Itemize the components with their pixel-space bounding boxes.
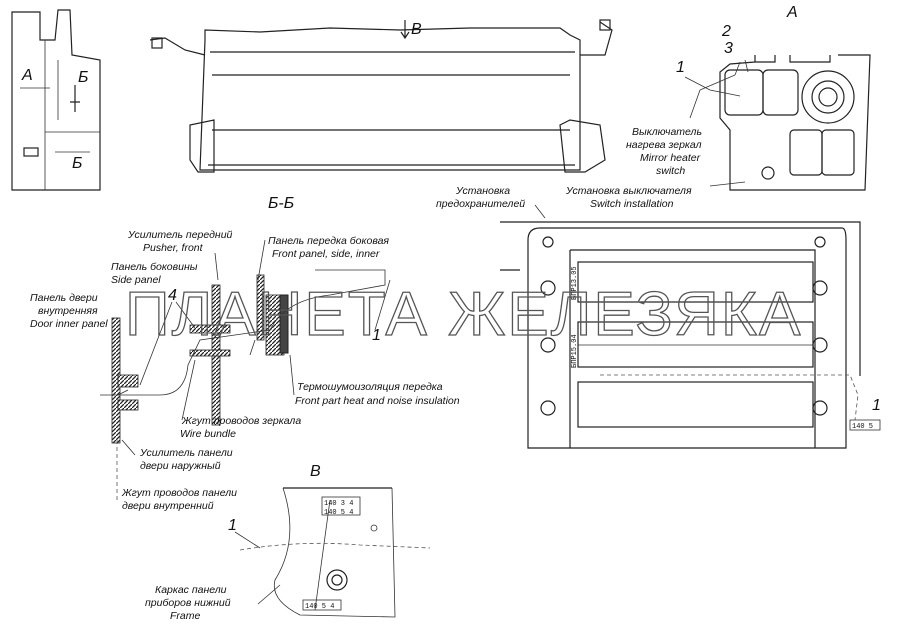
wire-tag-4: 140 5 bbox=[852, 423, 873, 431]
side-panel-label-ru: Панель боковины bbox=[111, 261, 198, 273]
frame-label-ru2: приборов нижний bbox=[145, 597, 231, 609]
switch-panel-view-a: А 1 2 3 Выключатель нагрева зеркал Mirro… bbox=[565, 4, 871, 210]
pusher-label-ru: Усилитель передний bbox=[127, 229, 233, 241]
section-bb-title: Б-Б bbox=[268, 195, 294, 212]
callout-1-v: 1 bbox=[228, 517, 237, 534]
mirror-heater-label-ru1: Выключатель bbox=[632, 126, 702, 138]
frame-label-en: Frame bbox=[170, 610, 200, 622]
door-outer-reinforcement-ru1: Усилитель панели bbox=[139, 447, 233, 459]
section-bb: 4 1 Усилитель передний Pusher, front Пан… bbox=[30, 229, 460, 512]
door-wire-label-ru2: двери внутренний bbox=[122, 500, 214, 512]
door-inner-label-en: Door inner panel bbox=[30, 318, 108, 330]
insulation-label-en: Front part heat and noise insulation bbox=[295, 395, 460, 407]
callout-1-fuse: 1 bbox=[872, 397, 881, 414]
wire-tag-3: 140 5 4 bbox=[305, 603, 334, 611]
frame-label-ru1: Каркас панели bbox=[155, 584, 227, 596]
section-b-marker: Б bbox=[78, 69, 88, 86]
fuse-box: Установка предохранителей БПР13.05 БПР15… bbox=[436, 185, 881, 449]
front-panel-label-en: Front panel, side, inner bbox=[272, 248, 380, 260]
wire-bundle-label-en: Wire bundle bbox=[180, 428, 236, 440]
fuse-nuts bbox=[540, 236, 828, 416]
callout-4: 4 bbox=[168, 287, 177, 304]
view-v-arrow-label: В bbox=[411, 21, 422, 38]
pusher-label-en: Pusher, front bbox=[143, 242, 204, 254]
switch-installation-ru: Установка выключателя bbox=[565, 185, 692, 197]
door-outer-reinforcement-ru2: двери наружный bbox=[140, 460, 221, 472]
door-wire-label-ru1: Жгут проводов панели bbox=[121, 487, 237, 499]
section-b-marker-2: Б bbox=[72, 155, 82, 172]
view-v-title: В bbox=[310, 463, 321, 480]
callout-2: 2 bbox=[721, 23, 731, 40]
callout-3: 3 bbox=[724, 40, 733, 57]
fuse-installation-ru2: предохранителей bbox=[436, 198, 525, 210]
callout-1-bb: 1 bbox=[372, 327, 381, 344]
door-inner-label-ru1: Панель двери bbox=[30, 292, 98, 304]
mirror-heater-label-en1: Mirror heater bbox=[640, 152, 701, 164]
wire-tag-1: 140 3 4 bbox=[324, 500, 353, 508]
view-a-title: А bbox=[786, 4, 798, 21]
insulation-label-ru: Термошумоизоляция передка bbox=[297, 381, 443, 393]
door-inner-label-ru2: внутренняя bbox=[38, 305, 98, 317]
view-v: В 140 3 4 140 5 4 140 5 4 1 Каркас панел… bbox=[145, 463, 431, 622]
wire-tag-2: 140 5 4 bbox=[324, 509, 353, 517]
fuse-block-upper-label: БПР13.05 bbox=[571, 266, 579, 300]
front-panel-label-ru: Панель передка боковая bbox=[268, 235, 389, 247]
mirror-heater-label-en2: switch bbox=[656, 165, 685, 177]
switch-installation-en: Switch installation bbox=[590, 198, 674, 210]
fuse-block-middle-label: БПР15.04 bbox=[571, 334, 579, 368]
mirror-heater-label-ru2: нагрева зеркал bbox=[626, 139, 702, 151]
dashboard-front-view: В Б-Б bbox=[149, 19, 613, 212]
callout-1-a: 1 bbox=[676, 59, 685, 76]
watermark: ПЛАНЕТА ЖЕЛЕЗЯКА bbox=[125, 280, 802, 349]
cab-side-view: А Б Б bbox=[11, 9, 101, 191]
view-a-marker: А bbox=[21, 67, 33, 84]
fuse-installation-ru1: Установка bbox=[455, 185, 510, 197]
wire-bundle-label-ru: Жгут проводов зеркала bbox=[181, 415, 301, 427]
side-panel-label-en: Side panel bbox=[111, 274, 161, 286]
